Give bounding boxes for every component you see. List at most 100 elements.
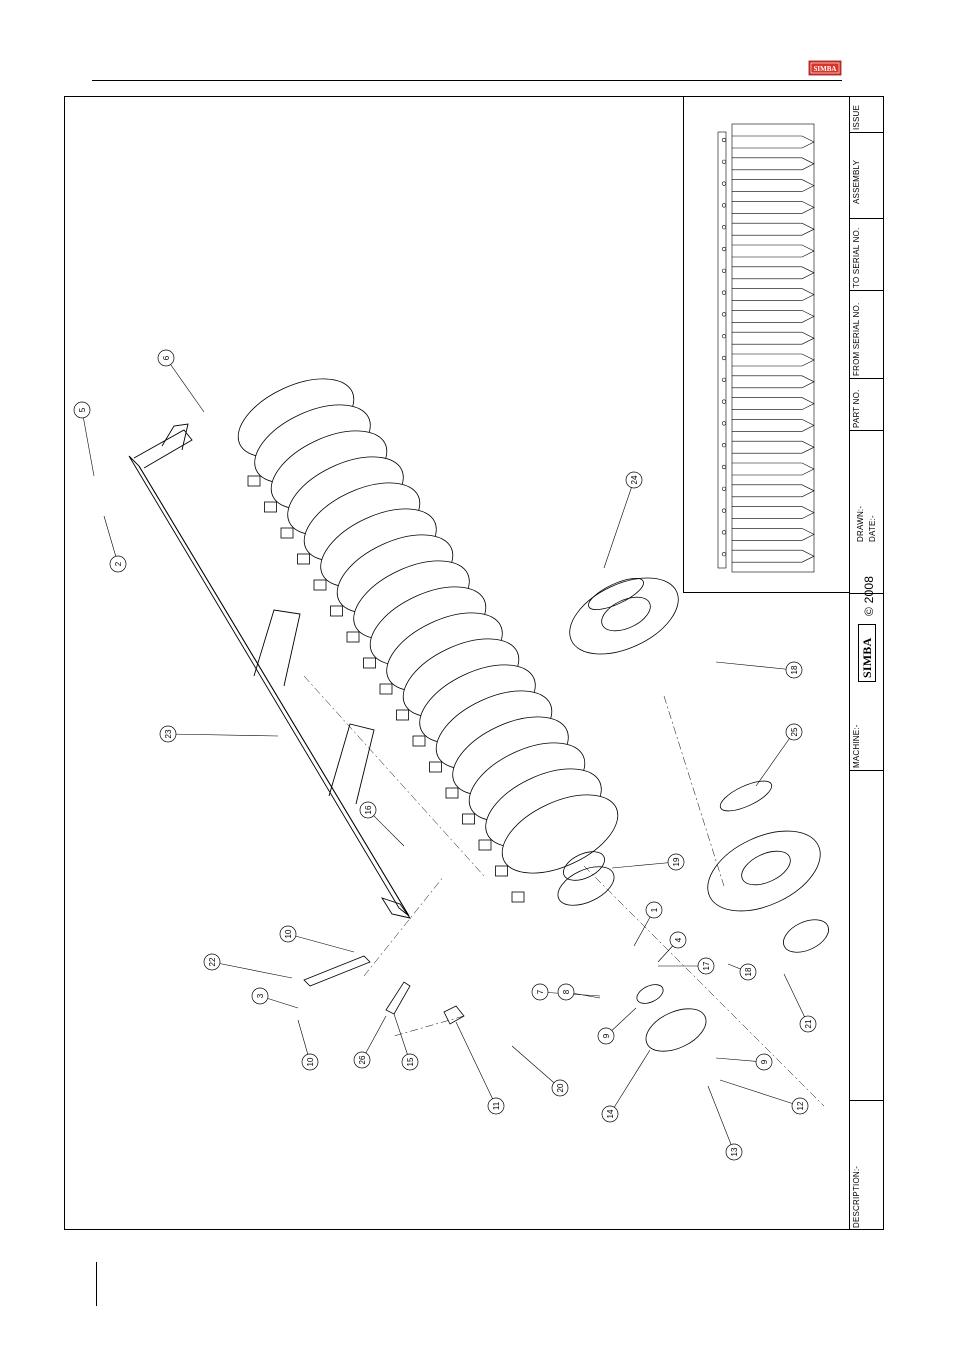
inset-disc — [732, 507, 814, 519]
scraper-bracket — [364, 658, 376, 668]
scraper-bracket — [314, 580, 326, 590]
callout-number: 10 — [306, 1057, 315, 1066]
scraper-bracket — [347, 632, 359, 642]
scraper-bracket — [281, 528, 293, 538]
callout-8: 8 — [558, 984, 600, 1000]
callout-number: 23 — [164, 729, 173, 738]
callout-leader — [512, 1046, 560, 1088]
callout-22: 22 — [204, 954, 292, 978]
callout-number: 7 — [536, 989, 545, 994]
scraper-bracket — [265, 502, 277, 512]
inset-bolt — [722, 509, 726, 513]
inset-disc — [732, 376, 814, 388]
callout-number: 18 — [744, 967, 753, 976]
callout-10: 10 — [298, 1020, 318, 1070]
callout-number: 13 — [730, 1147, 739, 1156]
inset-bolt — [722, 552, 726, 556]
callout-19: 19 — [612, 854, 684, 870]
callout-number: 3 — [256, 993, 265, 998]
callout-leader — [456, 1022, 496, 1106]
scraper-bracket — [512, 892, 524, 902]
callout-6: 6 — [158, 350, 204, 412]
callout-9: 9 — [716, 1054, 772, 1070]
inset-bolt — [722, 160, 726, 164]
header-rule — [92, 80, 842, 81]
inset-bolt — [722, 465, 726, 469]
callout-number: 9 — [760, 1059, 769, 1064]
inset-disc — [732, 180, 814, 192]
binding-margin-rule — [96, 1262, 97, 1306]
callout-12: 12 — [720, 1080, 808, 1114]
inset-disc — [732, 158, 814, 170]
callout-3: 3 — [252, 988, 298, 1008]
inset-disc — [732, 332, 814, 344]
scraper-bracket — [479, 840, 491, 850]
callout-24: 24 — [604, 472, 642, 568]
simba-logo: SIMBA — [808, 58, 842, 78]
inset-roller-view — [718, 124, 814, 572]
callout-number: 20 — [556, 1083, 565, 1092]
scraper-bracket — [380, 684, 392, 694]
inset-disc — [732, 201, 814, 213]
callout-20: 20 — [512, 1046, 568, 1096]
callout-number: 21 — [804, 1019, 813, 1028]
svg-text:SIMBA: SIMBA — [814, 65, 837, 73]
callout-leader — [612, 862, 676, 868]
callout-number: 18 — [790, 665, 799, 674]
inset-disc — [732, 463, 814, 475]
callout-9: 9 — [598, 1008, 636, 1044]
callout-4: 4 — [658, 932, 686, 962]
callout-number: 22 — [208, 957, 217, 966]
inset-bolt — [722, 269, 726, 273]
inset-bolt — [722, 225, 726, 229]
scraper-bracket — [430, 762, 442, 772]
scraper-bracket — [446, 788, 458, 798]
callout-number: 17 — [702, 961, 711, 970]
callout-leader — [720, 1080, 800, 1106]
inset-disc — [732, 289, 814, 301]
callout-number: 10 — [284, 929, 293, 938]
callout-number: 1 — [650, 907, 659, 912]
inset-bolt — [722, 400, 726, 404]
callout-26: 26 — [354, 1016, 386, 1068]
inset-disc — [732, 550, 814, 562]
callout-13: 13 — [708, 1086, 742, 1160]
callout-number: 12 — [796, 1101, 805, 1110]
inset-bolt — [722, 204, 726, 208]
inset-disc — [732, 223, 814, 235]
exploded-parts-diagram: 1234567899101011121314151617181819202122… — [64, 96, 884, 1230]
scraper-bracket — [331, 606, 343, 616]
callout-23: 23 — [160, 726, 278, 742]
callout-number: 6 — [162, 355, 171, 360]
scraper-bracket — [463, 814, 475, 824]
inset-disc — [732, 398, 814, 410]
scraper-bracket — [248, 476, 260, 486]
callout-number: 11 — [492, 1101, 501, 1110]
roller-discs — [226, 363, 629, 913]
callout-number: 15 — [406, 1057, 415, 1066]
callout-leader — [212, 962, 292, 978]
inset-bolt — [722, 182, 726, 186]
callout-leader — [716, 662, 794, 670]
callout-number: 5 — [78, 407, 87, 412]
inset-bolt — [722, 334, 726, 338]
callout-number: 25 — [790, 727, 799, 736]
inset-bolt — [722, 487, 726, 491]
callout-leader — [708, 1086, 734, 1152]
callout-leader — [756, 732, 794, 786]
inset-bolt — [722, 443, 726, 447]
callout-number: 24 — [630, 475, 639, 484]
inset-disc — [732, 354, 814, 366]
inset-bolt — [722, 378, 726, 382]
callout-number: 8 — [562, 989, 571, 994]
callout-number: 16 — [364, 805, 373, 814]
callout-16: 16 — [360, 802, 404, 846]
callout-leader — [166, 358, 204, 412]
inset-disc — [732, 528, 814, 540]
scraper-bracket — [413, 736, 425, 746]
inset-disc — [732, 136, 814, 148]
callout-11: 11 — [456, 1022, 504, 1114]
callout-number: 19 — [672, 857, 681, 866]
scraper-bracket — [496, 866, 508, 876]
callout-leader — [604, 480, 634, 568]
